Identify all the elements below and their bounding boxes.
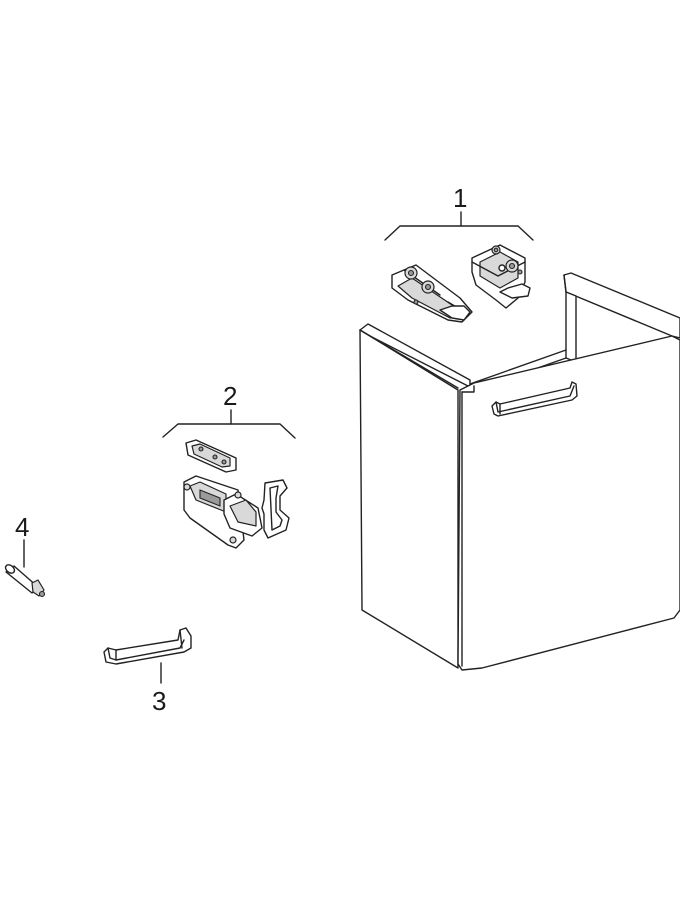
callout-3: 3 bbox=[152, 686, 167, 716]
cabinet-door-handle bbox=[491, 381, 578, 417]
mounting-bracket-left bbox=[391, 264, 473, 323]
part-4-group bbox=[4, 539, 46, 598]
vanity-cabinet bbox=[359, 272, 680, 671]
cabinet-back-panel bbox=[563, 272, 680, 339]
part-1-brace bbox=[384, 225, 534, 241]
hinge-mounting-plate bbox=[185, 439, 237, 473]
part-1-group bbox=[384, 211, 534, 323]
callout-4: 4 bbox=[15, 512, 30, 542]
part-3-group bbox=[103, 627, 192, 684]
door-bumper-pin bbox=[4, 564, 46, 598]
callout-1: 1 bbox=[453, 183, 468, 213]
hinge-cover-plate bbox=[261, 479, 290, 539]
part-2-group bbox=[162, 409, 296, 549]
part-2-brace bbox=[162, 423, 296, 439]
hinge-body bbox=[183, 475, 263, 549]
mounting-bracket-right bbox=[471, 244, 531, 309]
callout-2: 2 bbox=[223, 381, 238, 411]
cabinet-door-panel bbox=[457, 335, 680, 671]
door-handle-part bbox=[103, 627, 192, 665]
